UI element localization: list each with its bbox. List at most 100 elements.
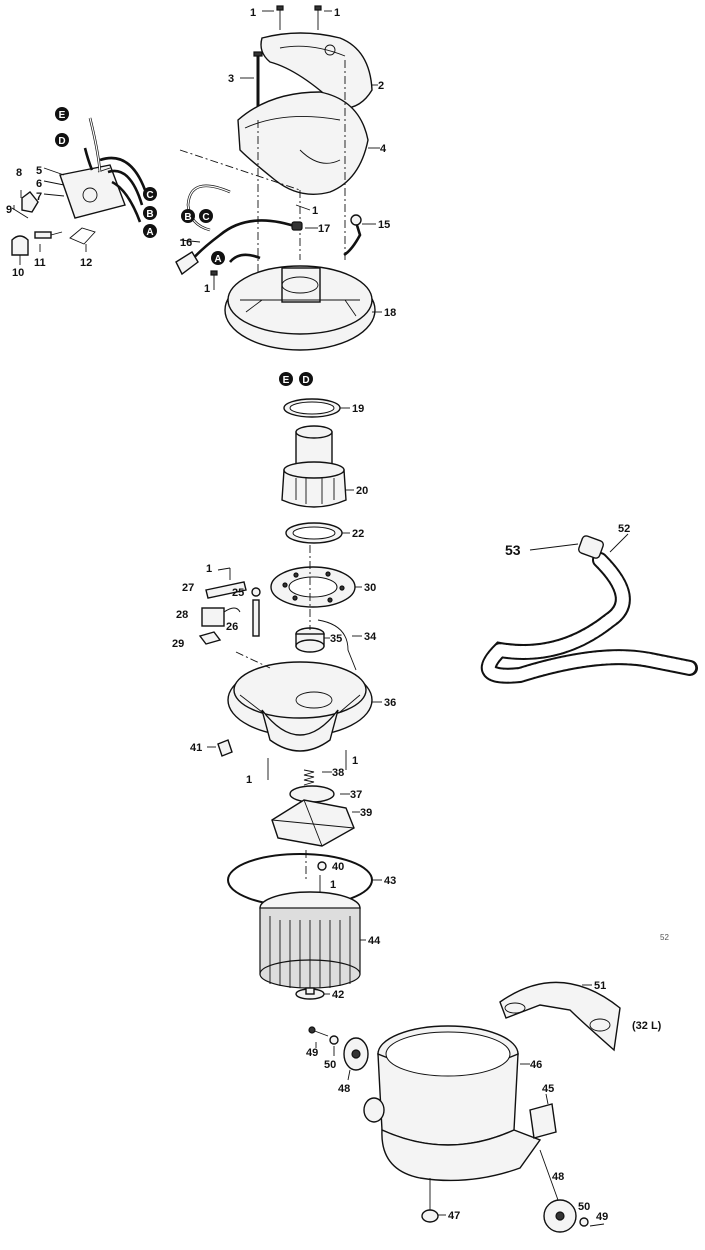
capacity-note: (32 L): [632, 1020, 662, 1032]
callout-18: 18: [384, 307, 396, 319]
connector-b-cord-label: B: [184, 212, 191, 223]
capacitor-28: [201, 607, 241, 627]
callout-8: 8: [16, 167, 22, 179]
callout-46: 46: [530, 1059, 542, 1071]
callout-50-left: 50: [324, 1059, 336, 1071]
connector-d-motor-label: D: [302, 375, 309, 386]
spring-pin-11: [34, 231, 63, 239]
connector-d-label: D: [58, 136, 65, 147]
top-handle-cover: [260, 32, 373, 109]
motor-unit-20: [281, 425, 347, 508]
spring-38: [303, 769, 315, 786]
callout-28: 28: [176, 609, 188, 621]
connector-c-label: C: [146, 190, 153, 201]
connector-badge-a-base: A: [211, 251, 225, 265]
screw-top-right: [314, 5, 322, 30]
callout-1-housing-left: 1: [246, 774, 252, 786]
callout-16: 16: [180, 237, 192, 249]
carry-bracket-51: [499, 981, 621, 1052]
callout-2: 2: [378, 80, 384, 92]
callout-29: 29: [172, 638, 184, 650]
float-37: [289, 785, 335, 803]
pin-26: [252, 599, 260, 637]
retaining-strap-27: [205, 581, 247, 599]
callout-10: 10: [12, 267, 24, 279]
callout-1-top-left: 1: [250, 7, 256, 19]
connector-badge-b-right: B: [143, 206, 157, 220]
connector-a-label: A: [146, 227, 153, 238]
cage-39: [271, 799, 355, 847]
callout-27: 27: [182, 582, 194, 594]
screw-base-1: [210, 270, 218, 290]
callout-1-mid: 1: [206, 563, 212, 575]
knob-42: [295, 987, 325, 1000]
connector-badge-d-top: D: [55, 133, 69, 147]
caster-47: [421, 1178, 439, 1223]
wire-a: [229, 253, 261, 263]
switch-wires: [83, 117, 147, 223]
callout-51: 51: [594, 980, 606, 992]
callout-26: 26: [226, 621, 238, 633]
plate-29: [198, 631, 222, 645]
page-mark-52: 52: [660, 933, 669, 942]
callout-40: 40: [332, 861, 344, 873]
callout-19: 19: [352, 403, 364, 415]
callout-20: 20: [356, 485, 368, 497]
screw-27: [217, 567, 231, 580]
power-cord: [175, 184, 301, 276]
callout-47: 47: [448, 1210, 460, 1222]
screw-49-left: [308, 1026, 329, 1037]
nut-25: [251, 587, 261, 597]
callout-5: 5: [36, 165, 42, 177]
washer-40: [317, 861, 327, 871]
callout-3: 3: [228, 73, 234, 85]
callout-22: 22: [352, 528, 364, 540]
callout-1-top-right: 1: [334, 7, 340, 19]
motor-hood: [237, 91, 369, 195]
callout-39: 39: [360, 807, 372, 819]
wire-clip: [343, 214, 362, 257]
connector-badge-d-motor: D: [299, 372, 313, 386]
seal-ring-22: [285, 522, 343, 544]
callout-41: 41: [190, 742, 202, 754]
callout-36: 36: [384, 697, 396, 709]
callout-49-left: 49: [306, 1047, 318, 1059]
callout-38: 38: [332, 767, 344, 779]
screw-top-left: [276, 5, 284, 30]
callout-25: 25: [232, 587, 244, 599]
motor-housing-base: [224, 265, 376, 351]
rocker-button: [11, 235, 29, 256]
switch-box: [59, 164, 126, 219]
callout-1-lower: 1: [330, 879, 336, 891]
callout-1-base: 1: [204, 283, 210, 295]
latch-45: [529, 1103, 557, 1139]
washer-50-left: [329, 1035, 339, 1045]
callout-1-housing-right: 1: [352, 755, 358, 767]
connector-badge-e-motor: E: [279, 372, 293, 386]
connector-c-cord-label: C: [202, 212, 209, 223]
callout-30: 30: [364, 582, 376, 594]
dust-container-46: [363, 1025, 542, 1182]
connector-badge-c-cord: C: [199, 209, 213, 223]
callout-6: 6: [36, 178, 42, 190]
callout-11: 11: [34, 257, 46, 269]
callout-45: 45: [542, 1083, 554, 1095]
callout-42: 42: [332, 989, 344, 1001]
callout-4: 4: [380, 143, 387, 155]
callout-37: 37: [350, 789, 362, 801]
washer-50-right: [579, 1217, 589, 1227]
connector-e-motor-label: E: [283, 375, 290, 386]
connector-badge-e-top: E: [55, 107, 69, 121]
wheel-48-left: [343, 1037, 369, 1071]
connector-badge-c-right: C: [143, 187, 157, 201]
callout-49-right: 49: [596, 1211, 608, 1223]
sleeve-35: [295, 627, 325, 653]
callout-12: 12: [80, 257, 92, 269]
callout-52: 52: [618, 523, 630, 535]
callout-17: 17: [318, 223, 330, 235]
cartridge-filter-44: [259, 891, 361, 989]
switch-knob: [21, 191, 39, 213]
callout-48-right: 48: [552, 1171, 564, 1183]
clip-41: [217, 739, 233, 757]
